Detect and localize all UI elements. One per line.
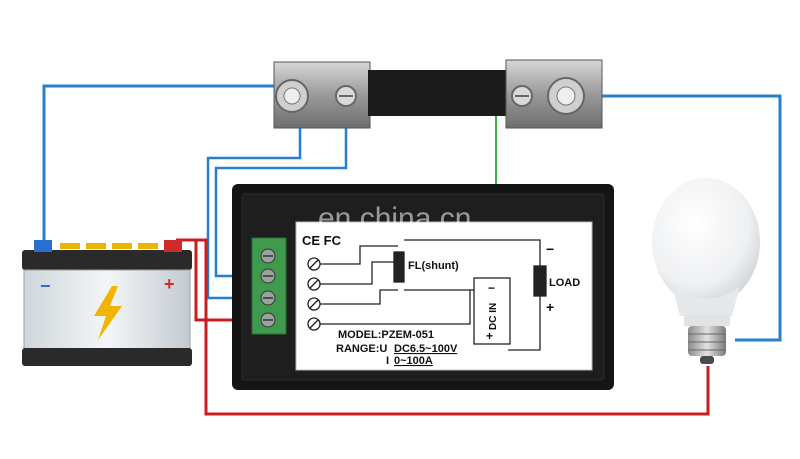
shunt-label: FL(shunt): [408, 260, 459, 272]
shunt-resistor-icon: [273, 59, 603, 129]
red-wire-bulb: [186, 238, 710, 416]
ce-fc-mark: CE FC: [302, 233, 342, 248]
model-text: MODEL:PZEM-051: [338, 329, 434, 341]
schematic: [320, 239, 547, 351]
meter-panel: CE FC FL(shunt) LOAD − + DC IN − + MODEL…: [232, 184, 614, 390]
blue-wire-terminal-2: [214, 112, 348, 278]
battery-icon: − +: [22, 240, 192, 366]
dc-in-label: DC IN: [488, 303, 499, 330]
light-bulb-icon: [652, 178, 760, 364]
dc-in-plus-sign: +: [486, 329, 493, 343]
range-u-prefix: RANGE:U: [336, 343, 387, 355]
load-minus-sign: −: [546, 241, 554, 257]
watermark-text: en.china.cn: [318, 202, 471, 235]
blue-wire-bulb: [580, 94, 782, 342]
blue-wire-terminal-3: [206, 100, 302, 300]
range-u-value: DC6.5~100V: [394, 343, 458, 355]
load-plus-sign: +: [546, 299, 554, 315]
load-label: LOAD: [549, 277, 580, 289]
lightning-bolt-icon: [94, 286, 122, 340]
screw-terminal-icon: [260, 248, 276, 328]
range-i-value: 0~100A: [394, 355, 433, 367]
range-i-prefix: I: [386, 355, 389, 367]
battery-minus-sign: −: [40, 276, 51, 296]
blue-wire-battery-minus: [42, 84, 290, 245]
battery-plus-sign: +: [164, 274, 175, 294]
dc-in-minus-sign: −: [488, 281, 495, 295]
